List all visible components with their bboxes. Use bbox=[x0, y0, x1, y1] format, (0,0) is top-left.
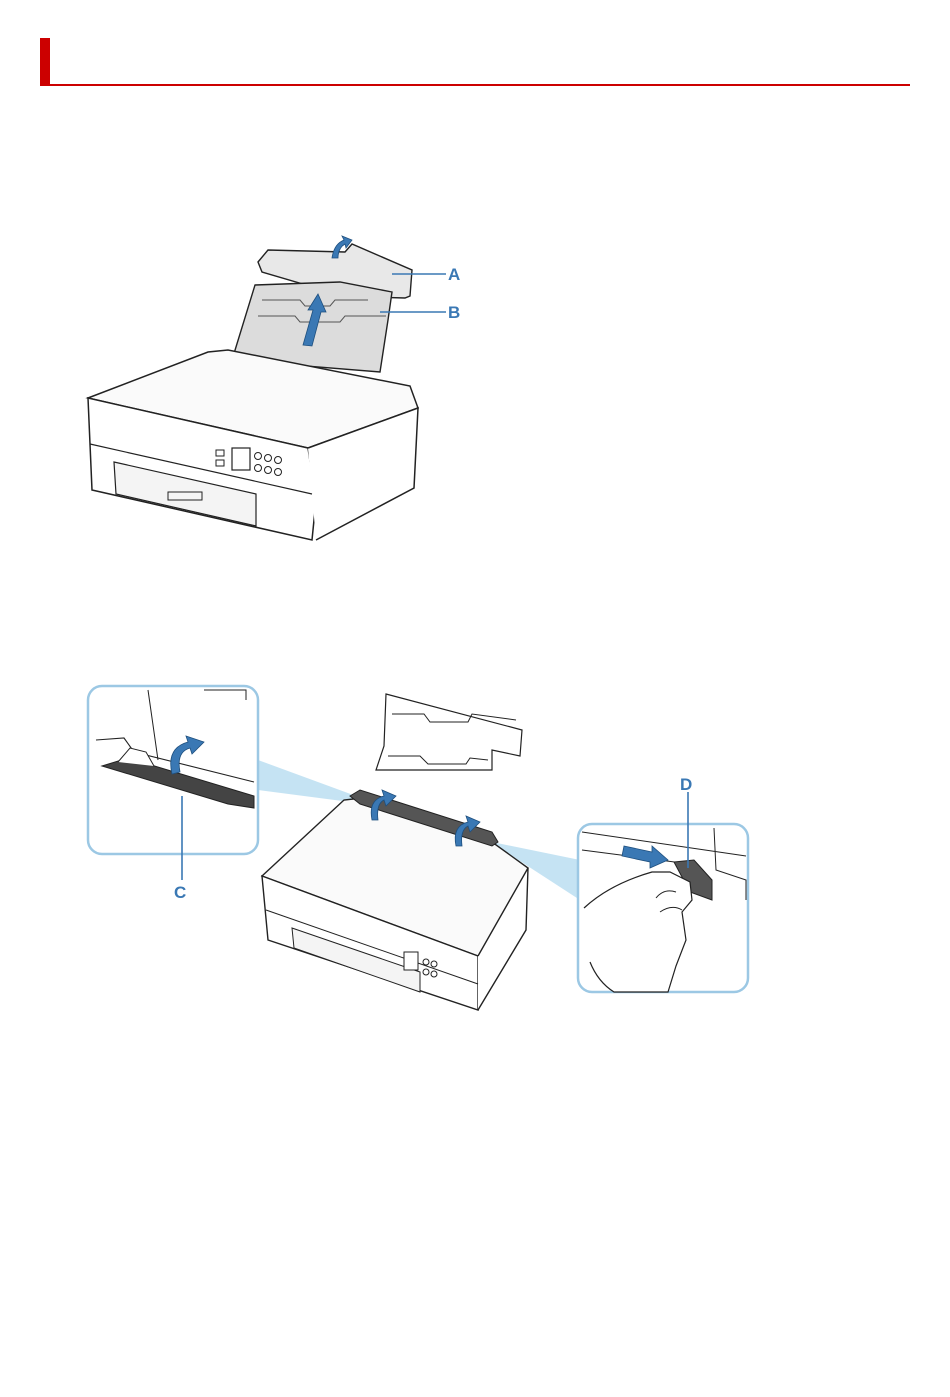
callout-c: C bbox=[174, 883, 186, 902]
figure-open-feed-slot-cover: C D bbox=[0, 660, 950, 1020]
callout-a: A bbox=[448, 265, 460, 284]
inset-feed-slot-cover bbox=[88, 686, 258, 880]
inset-paper-guide bbox=[578, 792, 748, 992]
callout-b: B bbox=[448, 303, 460, 322]
figure-open-paper-support: A B bbox=[0, 0, 950, 600]
figure-1-illustration: A B bbox=[0, 0, 950, 600]
figure-2-illustration: C D bbox=[0, 660, 950, 1020]
callout-d: D bbox=[680, 775, 692, 794]
printer-center bbox=[262, 694, 528, 1010]
